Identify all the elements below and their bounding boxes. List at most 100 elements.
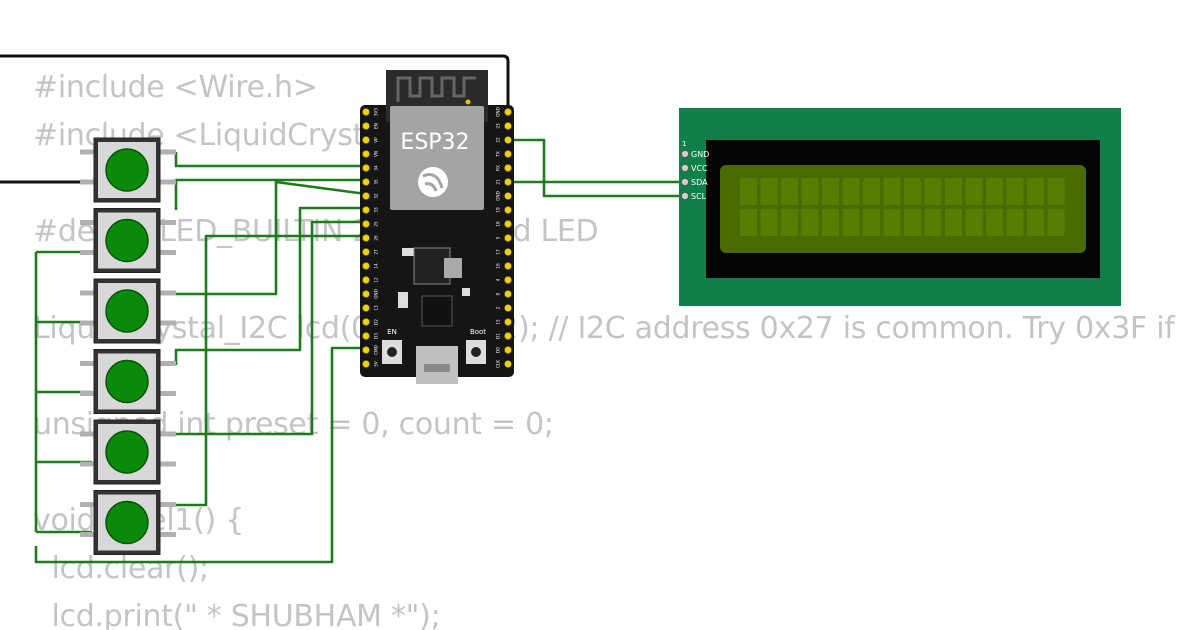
- pin-label: 16: [496, 263, 501, 269]
- pin-label: VP: [374, 137, 379, 143]
- header-pin[interactable]: [362, 318, 370, 326]
- lcd-cell: [801, 209, 819, 236]
- header-pin[interactable]: [362, 234, 370, 242]
- pin-label: 4: [496, 278, 501, 281]
- lcd-cell: [863, 178, 880, 205]
- lcd-pin[interactable]: [680, 163, 690, 173]
- header-pin[interactable]: [504, 262, 512, 270]
- header-pin[interactable]: [362, 164, 370, 172]
- header-pin[interactable]: [504, 276, 512, 284]
- lcd-cell: [1006, 178, 1024, 205]
- header-pin[interactable]: [504, 178, 512, 186]
- pin-label: 15: [496, 319, 501, 325]
- esp32-module: [390, 106, 484, 210]
- header-pin[interactable]: [362, 346, 370, 354]
- lcd-pin[interactable]: [680, 191, 690, 201]
- header-pin[interactable]: [504, 360, 512, 368]
- header-pin[interactable]: [504, 290, 512, 298]
- lcd-cell: [781, 209, 798, 236]
- pin-label: 22: [496, 137, 501, 143]
- header-pin[interactable]: [362, 220, 370, 228]
- header-pin[interactable]: [362, 304, 370, 312]
- header-pin[interactable]: [504, 206, 512, 214]
- lcd-pin[interactable]: [680, 149, 690, 159]
- wire-scl[interactable]: [508, 138, 685, 198]
- pin-label: 5: [496, 236, 501, 239]
- antenna-icon: [396, 76, 476, 102]
- header-pin[interactable]: [362, 136, 370, 144]
- lcd-cell: [945, 178, 962, 205]
- button-leg: [80, 502, 96, 507]
- wire[interactable]: [174, 206, 366, 365]
- en-button-cap: [387, 347, 397, 357]
- push-button[interactable]: [80, 137, 176, 203]
- pin-label: 14: [374, 263, 379, 269]
- button-leg: [80, 532, 96, 537]
- lcd-cell: [924, 178, 942, 205]
- button-cap: [105, 500, 149, 545]
- lcd-cell: [986, 178, 1003, 205]
- header-pin[interactable]: [362, 192, 370, 200]
- header-pin[interactable]: [362, 262, 370, 270]
- button-leg: [80, 361, 96, 366]
- wire[interactable]: [174, 152, 366, 168]
- header-pin[interactable]: [504, 234, 512, 242]
- pin-label: TX: [496, 151, 501, 158]
- lcd-cell: [781, 178, 798, 205]
- header-pin[interactable]: [362, 360, 370, 368]
- button-leg: [160, 220, 176, 225]
- header-pin[interactable]: [362, 290, 370, 298]
- header-pin[interactable]: [362, 332, 370, 340]
- header-pin[interactable]: [504, 122, 512, 130]
- pin-label: 2: [496, 306, 501, 309]
- header-pin[interactable]: [362, 248, 370, 256]
- push-button[interactable]: [80, 349, 176, 414]
- push-button[interactable]: [80, 419, 176, 485]
- button-cap: [105, 359, 149, 404]
- button-leg: [160, 361, 176, 366]
- header-pin[interactable]: [504, 304, 512, 312]
- code-line: lcd.clear();: [33, 551, 209, 586]
- header-pin[interactable]: [504, 318, 512, 326]
- push-button[interactable]: [80, 490, 176, 555]
- header-pin[interactable]: [504, 220, 512, 228]
- lcd-pin[interactable]: [680, 177, 690, 187]
- push-button[interactable]: [80, 278, 176, 344]
- wire[interactable]: [174, 178, 366, 210]
- header-pin[interactable]: [362, 150, 370, 158]
- esp32-board[interactable]: ESP32 EN Boot 3V3ENVPVN34353233252627141…: [360, 70, 514, 384]
- pin-label: 13: [374, 305, 379, 311]
- button-cap: [105, 148, 149, 192]
- code-line: #include <Wire.h>: [33, 70, 318, 105]
- header-pin[interactable]: [362, 178, 370, 186]
- header-pin[interactable]: [362, 108, 370, 116]
- header-pin[interactable]: [504, 164, 512, 172]
- push-button[interactable]: [80, 208, 176, 273]
- header-pin[interactable]: [362, 122, 370, 130]
- header-pin[interactable]: [504, 346, 512, 354]
- lcd-cell: [760, 178, 778, 205]
- wire[interactable]: [176, 234, 366, 507]
- header-pin[interactable]: [504, 136, 512, 144]
- header-pin[interactable]: [362, 276, 370, 284]
- header-pin[interactable]: [504, 108, 512, 116]
- wire[interactable]: [34, 346, 366, 564]
- header-pin[interactable]: [362, 206, 370, 214]
- pin-label: 12: [374, 277, 379, 283]
- wire[interactable]: [176, 180, 367, 296]
- component: [462, 288, 470, 296]
- header-pin[interactable]: [504, 332, 512, 340]
- lcd-cell: [1027, 209, 1044, 236]
- header-pin[interactable]: [504, 150, 512, 158]
- header-pin[interactable]: [504, 192, 512, 200]
- lcd-cell: [986, 209, 1003, 236]
- button-leg: [80, 220, 96, 225]
- wire-gnd[interactable]: [0, 54, 510, 116]
- header-pin[interactable]: [504, 248, 512, 256]
- pin-label: CMD: [374, 345, 379, 355]
- pin-label: D2: [374, 319, 379, 325]
- lcd-cell: [924, 209, 942, 236]
- wire[interactable]: [176, 220, 366, 436]
